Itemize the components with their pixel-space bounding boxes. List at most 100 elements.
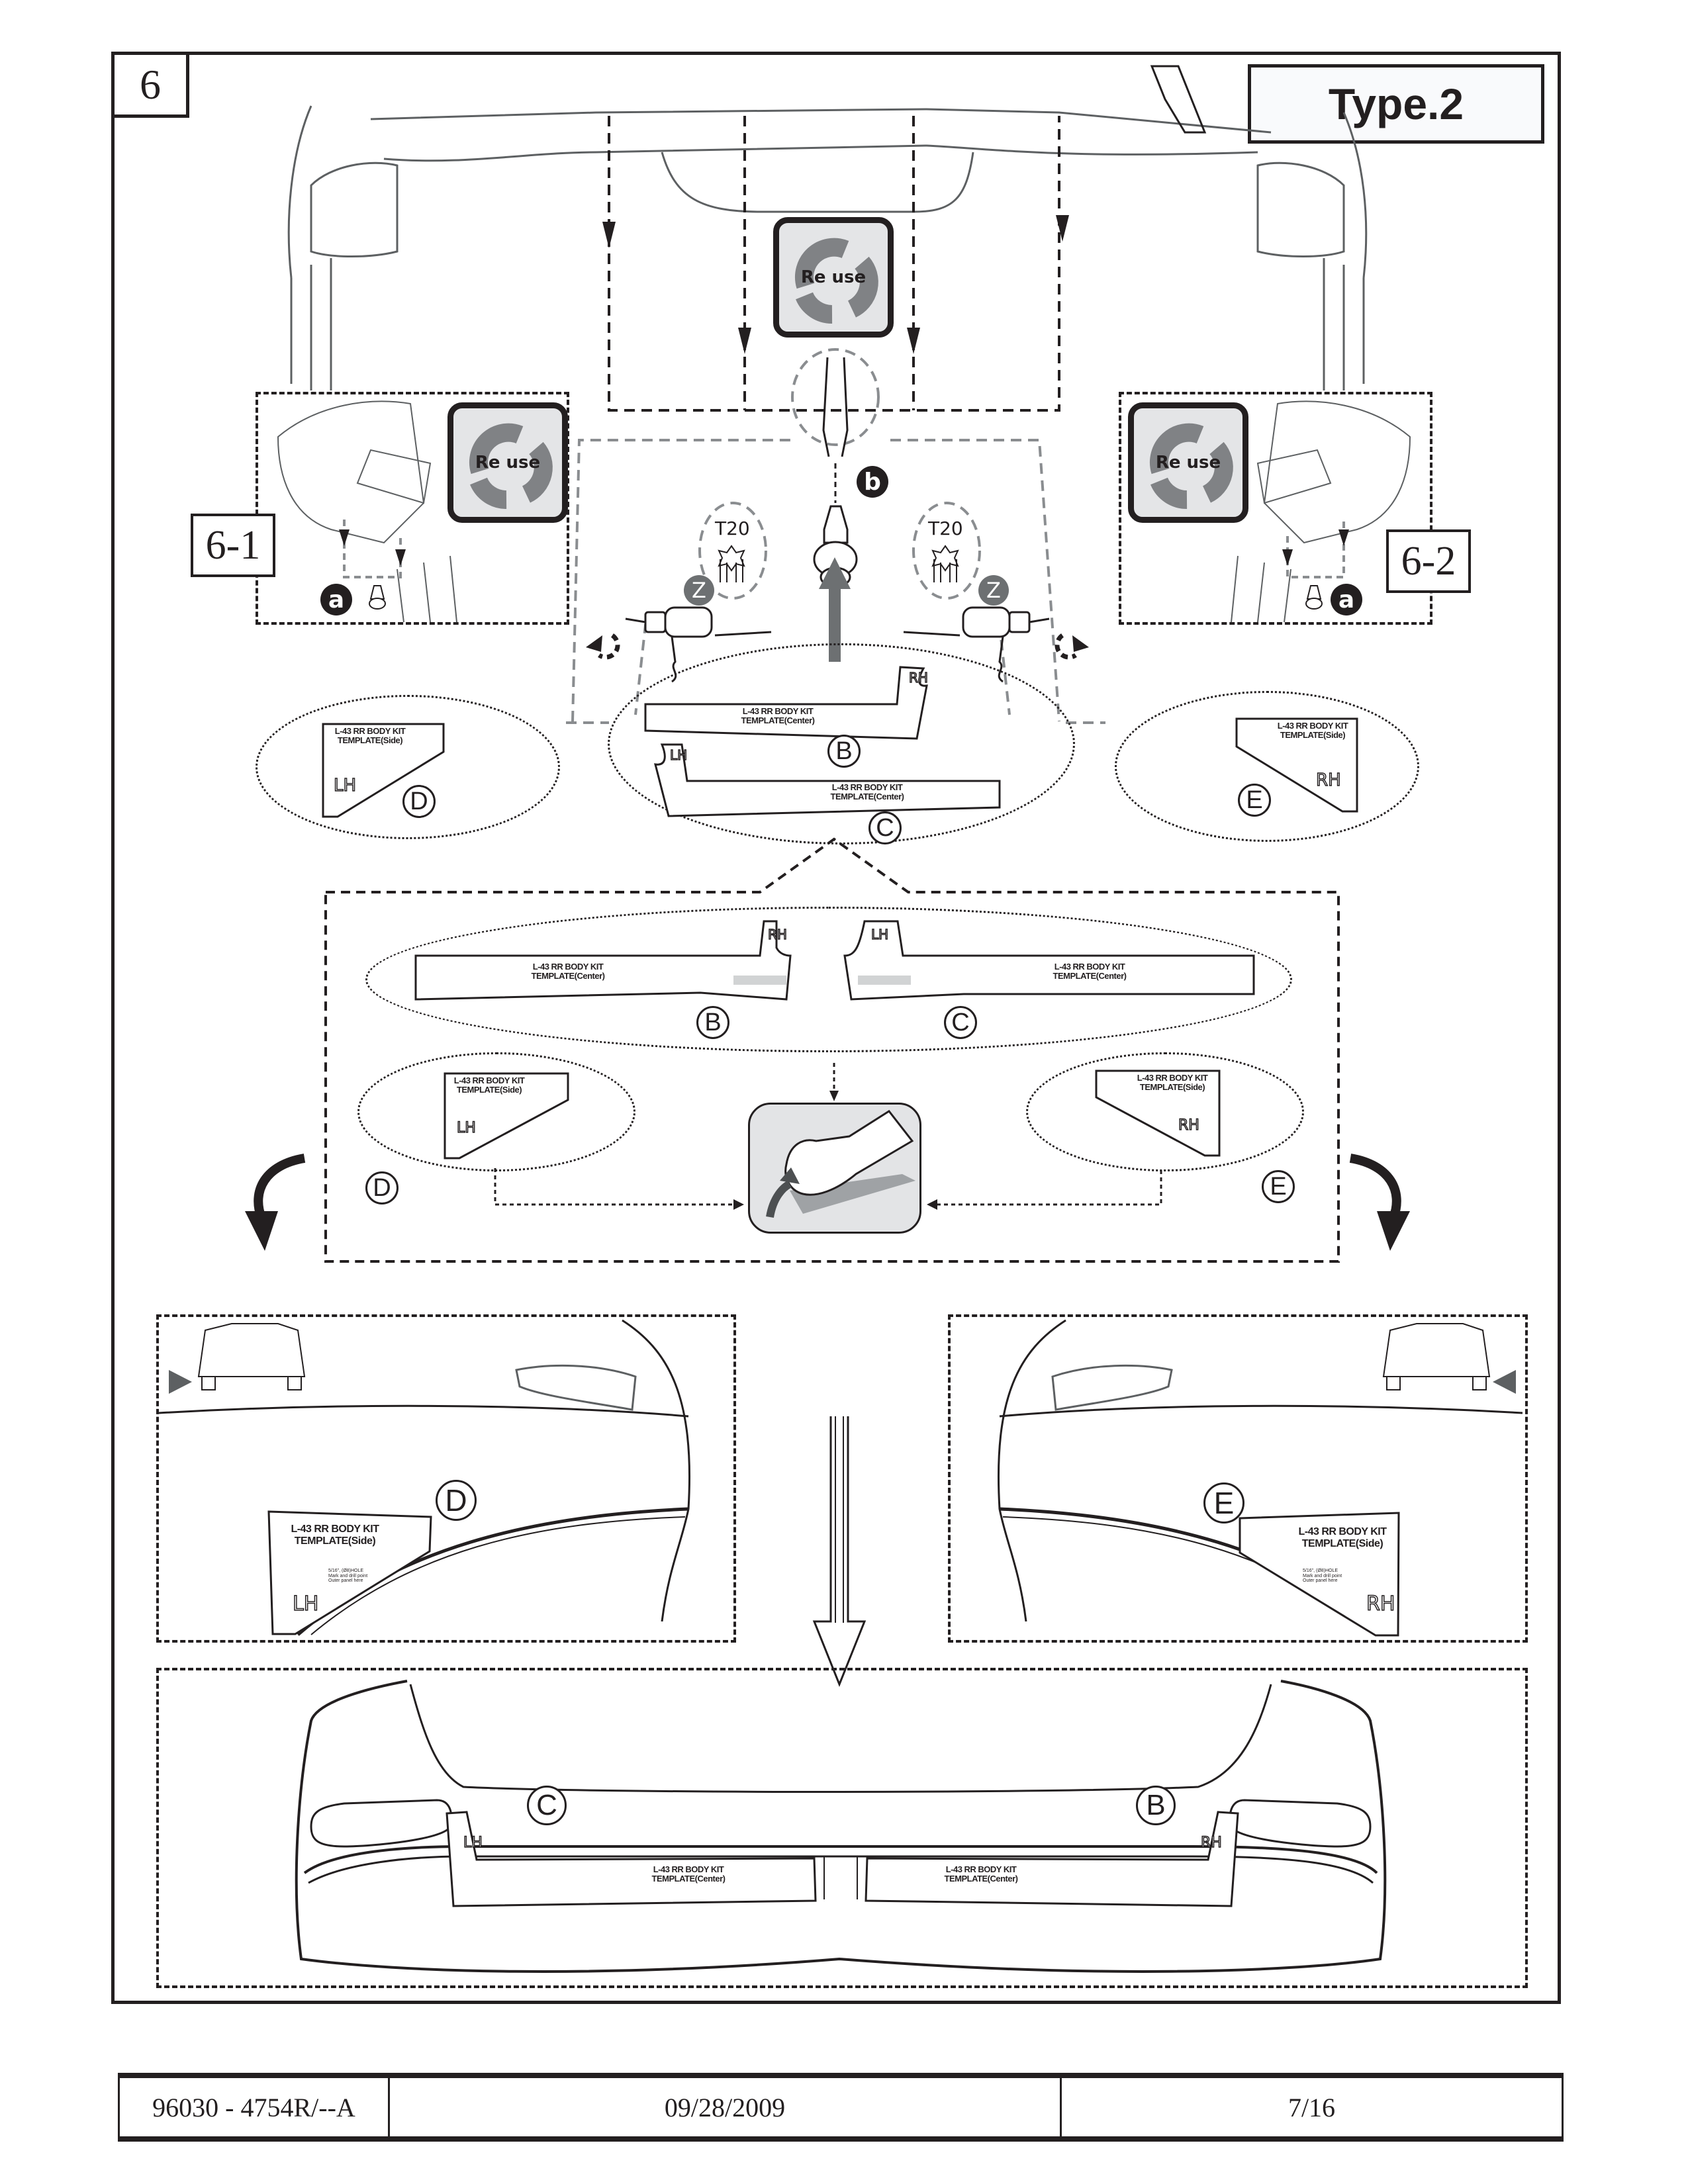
hole-spec: 5/16", (Ø8)HOLE bbox=[1303, 1569, 1338, 1573]
bumper-top-edge bbox=[370, 108, 1272, 134]
document-footer: 96030 - 4754R/--A 09/28/2009 7/16 bbox=[118, 2073, 1564, 2142]
template-title-line2: TEMPLATE(Side) bbox=[294, 1535, 376, 1547]
exhaust-pipe bbox=[1150, 65, 1207, 134]
side-view-box-lh bbox=[156, 1314, 736, 1643]
part-letter-b: B bbox=[827, 735, 861, 768]
wheel-left bbox=[290, 258, 332, 390]
bumper-template-b bbox=[865, 1811, 1239, 1907]
template-oval-d-expanded bbox=[357, 1052, 635, 1171]
template-title-line1: L-43 RR BODY KIT bbox=[945, 1864, 1017, 1874]
rh-mark: RH bbox=[1315, 770, 1341, 791]
template-center-lh-c-expanded: L-43 RR BODY KIT TEMPLATE(Center) LH bbox=[843, 920, 1255, 1001]
curved-arrow-left-icon bbox=[254, 1154, 306, 1220]
template-side-outline bbox=[1095, 1069, 1221, 1157]
template-side-rh-e: L-43 RR BODY KIT TEMPLATE(Side) RH bbox=[1235, 717, 1358, 814]
large-down-arrow-icon bbox=[812, 1416, 867, 1688]
t20-circle-right bbox=[912, 502, 981, 600]
template-title-line1: L-43 RR BODY KIT bbox=[453, 1075, 525, 1085]
template-title-line1: L-43 RR BODY KIT bbox=[1137, 1073, 1208, 1083]
torx-size-label-left: T20 bbox=[715, 518, 750, 539]
reuse-icon-6-2: Re use bbox=[1128, 402, 1248, 523]
template-center-outline bbox=[843, 920, 1255, 1001]
tape-application-frame bbox=[245, 837, 1410, 1263]
template-center-lh-c: L-43 RR BODY KIT TEMPLATE(Center) LH bbox=[653, 743, 1001, 817]
template-title-line1: L-43 RR BODY KIT bbox=[1277, 721, 1348, 731]
part-letter-b-expanded: B bbox=[696, 1006, 729, 1039]
peel-backing-panel bbox=[748, 1103, 921, 1234]
part-letter-c: C bbox=[868, 811, 902, 844]
arrow-down-4 bbox=[1056, 215, 1069, 242]
type-label: Type.2 bbox=[1248, 64, 1544, 144]
torx-bit-left-icon bbox=[718, 545, 745, 582]
template-side-outline bbox=[444, 1072, 569, 1160]
rh-mark: RH bbox=[908, 669, 928, 686]
part-letter-e-expanded: E bbox=[1262, 1170, 1295, 1203]
hole-note-line1: Mark and drill point bbox=[328, 1573, 368, 1578]
mudflap-detail-art bbox=[277, 400, 1411, 623]
drill-left-icon bbox=[625, 606, 772, 683]
template-title-line2: TEMPLATE(Center) bbox=[531, 971, 605, 981]
bumper-template-c bbox=[445, 1811, 817, 1907]
template-title-line1: L-43 RR BODY KIT bbox=[831, 782, 903, 792]
hole-note-line1: Mark and drill point bbox=[1303, 1573, 1342, 1578]
screw-icon bbox=[369, 585, 1323, 610]
template-side-rh-e-applied: L-43 RR BODY KIT TEMPLATE(Side) 5/16", (… bbox=[1237, 1512, 1402, 1639]
template-title-line2: TEMPLATE(Side) bbox=[1139, 1082, 1205, 1093]
template-title-line2: TEMPLATE(Center) bbox=[1053, 971, 1127, 981]
part-letter-d-expanded: D bbox=[365, 1171, 399, 1205]
template-side-lh-d-expanded: L-43 RR BODY KIT TEMPLATE(Side) LH bbox=[444, 1072, 569, 1160]
recycle-arrows-icon bbox=[795, 238, 878, 324]
bumper-lower-edge bbox=[383, 144, 1258, 162]
template-title-line1: L-43 RR BODY KIT bbox=[653, 1864, 724, 1874]
template-title-line1: L-43 RR BODY KIT bbox=[1298, 1526, 1387, 1537]
bumper-view-box bbox=[156, 1668, 1528, 1988]
template-center-outline bbox=[653, 743, 1001, 817]
template-side-outline bbox=[267, 1510, 432, 1635]
car-rear-view-icon-lh bbox=[197, 1323, 306, 1390]
template-center-rh-b: L-43 RR BODY KIT TEMPLATE(Center) RH bbox=[644, 666, 937, 740]
step-number: 6 bbox=[111, 52, 189, 118]
reuse-icon-center: Re use bbox=[773, 217, 894, 338]
bumper-template-c-title: L-43 RR BODY KIT TEMPLATE(Center) bbox=[642, 1864, 735, 1884]
template-oval-bc-expanded bbox=[365, 907, 1292, 1052]
arrow-down-1 bbox=[602, 222, 616, 248]
detail-box-6-2 bbox=[1119, 392, 1432, 625]
quarter-panel-right-line bbox=[1342, 112, 1368, 279]
hole-note-line2: Outer panel here bbox=[1303, 1578, 1338, 1584]
template-title-line2: TEMPLATE(Center) bbox=[830, 792, 904, 802]
lh-mark: LH bbox=[669, 747, 688, 764]
part-letter-d-applied: D bbox=[436, 1480, 477, 1521]
reuse-label: Re use bbox=[475, 453, 541, 473]
template-side-outline bbox=[1239, 1512, 1400, 1637]
hand-peeling-tape-icon bbox=[766, 1110, 915, 1218]
template-oval-d bbox=[256, 695, 560, 839]
template-oval-e bbox=[1115, 691, 1419, 842]
hole-spec: 5/16", (Ø8)HOLE bbox=[328, 1569, 364, 1573]
step-frame bbox=[111, 52, 1561, 2004]
reuse-label: Re use bbox=[800, 267, 867, 287]
template-title-line1: L-43 RR BODY KIT bbox=[334, 726, 406, 736]
t20-circle-left bbox=[698, 502, 767, 600]
tool-badge-z-right: Z bbox=[978, 575, 1009, 606]
grey-link-frame bbox=[571, 439, 1060, 722]
rotate-arrowhead-left bbox=[586, 635, 602, 652]
lh-mark-bumper: LH bbox=[463, 1834, 483, 1852]
arrow-down-2 bbox=[738, 328, 751, 354]
lh-mark: LH bbox=[333, 775, 357, 796]
tool-badge-z-left: Z bbox=[684, 575, 714, 606]
part-letter-c-bumper: C bbox=[527, 1786, 567, 1825]
template-title-line2: TEMPLATE(Side) bbox=[1301, 1537, 1383, 1549]
template-title-line1: L-43 RR BODY KIT bbox=[1054, 962, 1125, 972]
template-title-line1: L-43 RR BODY KIT bbox=[291, 1524, 379, 1535]
rh-mark: RH bbox=[767, 926, 787, 943]
template-side-lh-d-applied: L-43 RR BODY KIT TEMPLATE(Side) 5/16", (… bbox=[267, 1510, 434, 1637]
part-letter-d: D bbox=[402, 785, 436, 818]
arrow-down-3 bbox=[907, 328, 920, 354]
lh-mark: LH bbox=[292, 1592, 319, 1616]
reuse-icon-6-1: Re use bbox=[447, 402, 568, 523]
template-title-line1: L-43 RR BODY KIT bbox=[742, 706, 814, 716]
template-title-line2: TEMPLATE(Center) bbox=[944, 1874, 1018, 1884]
rotate-cw-right-icon bbox=[1055, 633, 1077, 660]
torx-size-label-right: T20 bbox=[928, 518, 963, 539]
screwdriver-icon bbox=[822, 357, 849, 457]
